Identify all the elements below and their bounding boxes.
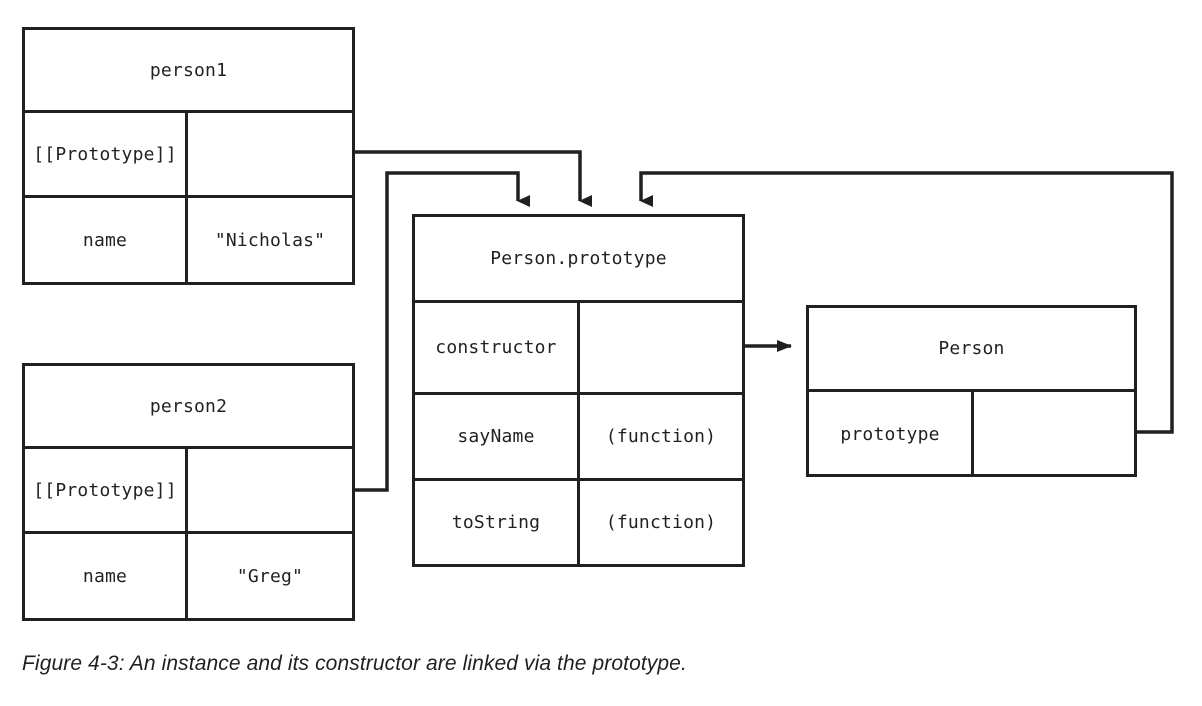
property-value-tostring: (function)	[605, 512, 717, 533]
property-value-sayname: (function)	[605, 426, 717, 447]
table-row: prototype	[809, 392, 1134, 477]
object-title-person2: person2	[25, 366, 352, 449]
property-value-name: "Nicholas"	[214, 229, 326, 251]
table-row: name "Nicholas"	[25, 198, 352, 282]
property-value-name: "Greg"	[236, 565, 304, 587]
object-box-person1: person1 [[Prototype]] name "Nicholas"	[22, 27, 355, 285]
table-row: name "Greg"	[25, 534, 352, 618]
property-key-sayname: sayName	[415, 395, 580, 478]
object-title-person-prototype: Person.prototype	[415, 217, 742, 303]
object-title-person1: person1	[25, 30, 352, 113]
figure-caption: Figure 4-3: An instance and its construc…	[22, 652, 687, 675]
table-row: sayName (function)	[415, 395, 742, 481]
property-value-prototype-pointer	[974, 392, 1134, 477]
object-box-person-prototype: Person.prototype constructor sayName (fu…	[412, 214, 745, 567]
property-key-name: name	[25, 198, 188, 282]
table-row: [[Prototype]]	[25, 113, 352, 198]
property-key-tostring: toString	[415, 481, 580, 564]
property-value-constructor-pointer	[580, 303, 742, 392]
property-key-constructor: constructor	[415, 303, 580, 392]
property-key-name: name	[25, 534, 188, 618]
object-title-person: Person	[809, 308, 1134, 392]
object-box-person2: person2 [[Prototype]] name "Greg"	[22, 363, 355, 621]
property-key-prototype: [[Prototype]]	[25, 113, 188, 195]
table-row: [[Prototype]]	[25, 449, 352, 534]
property-key-prototype: [[Prototype]]	[25, 449, 188, 531]
object-box-person: Person prototype	[806, 305, 1137, 477]
table-row: constructor	[415, 303, 742, 395]
property-key-prototype: prototype	[809, 392, 974, 477]
table-row: toString (function)	[415, 481, 742, 564]
property-value-prototype-pointer	[188, 113, 352, 195]
property-value-prototype-pointer	[188, 449, 352, 531]
